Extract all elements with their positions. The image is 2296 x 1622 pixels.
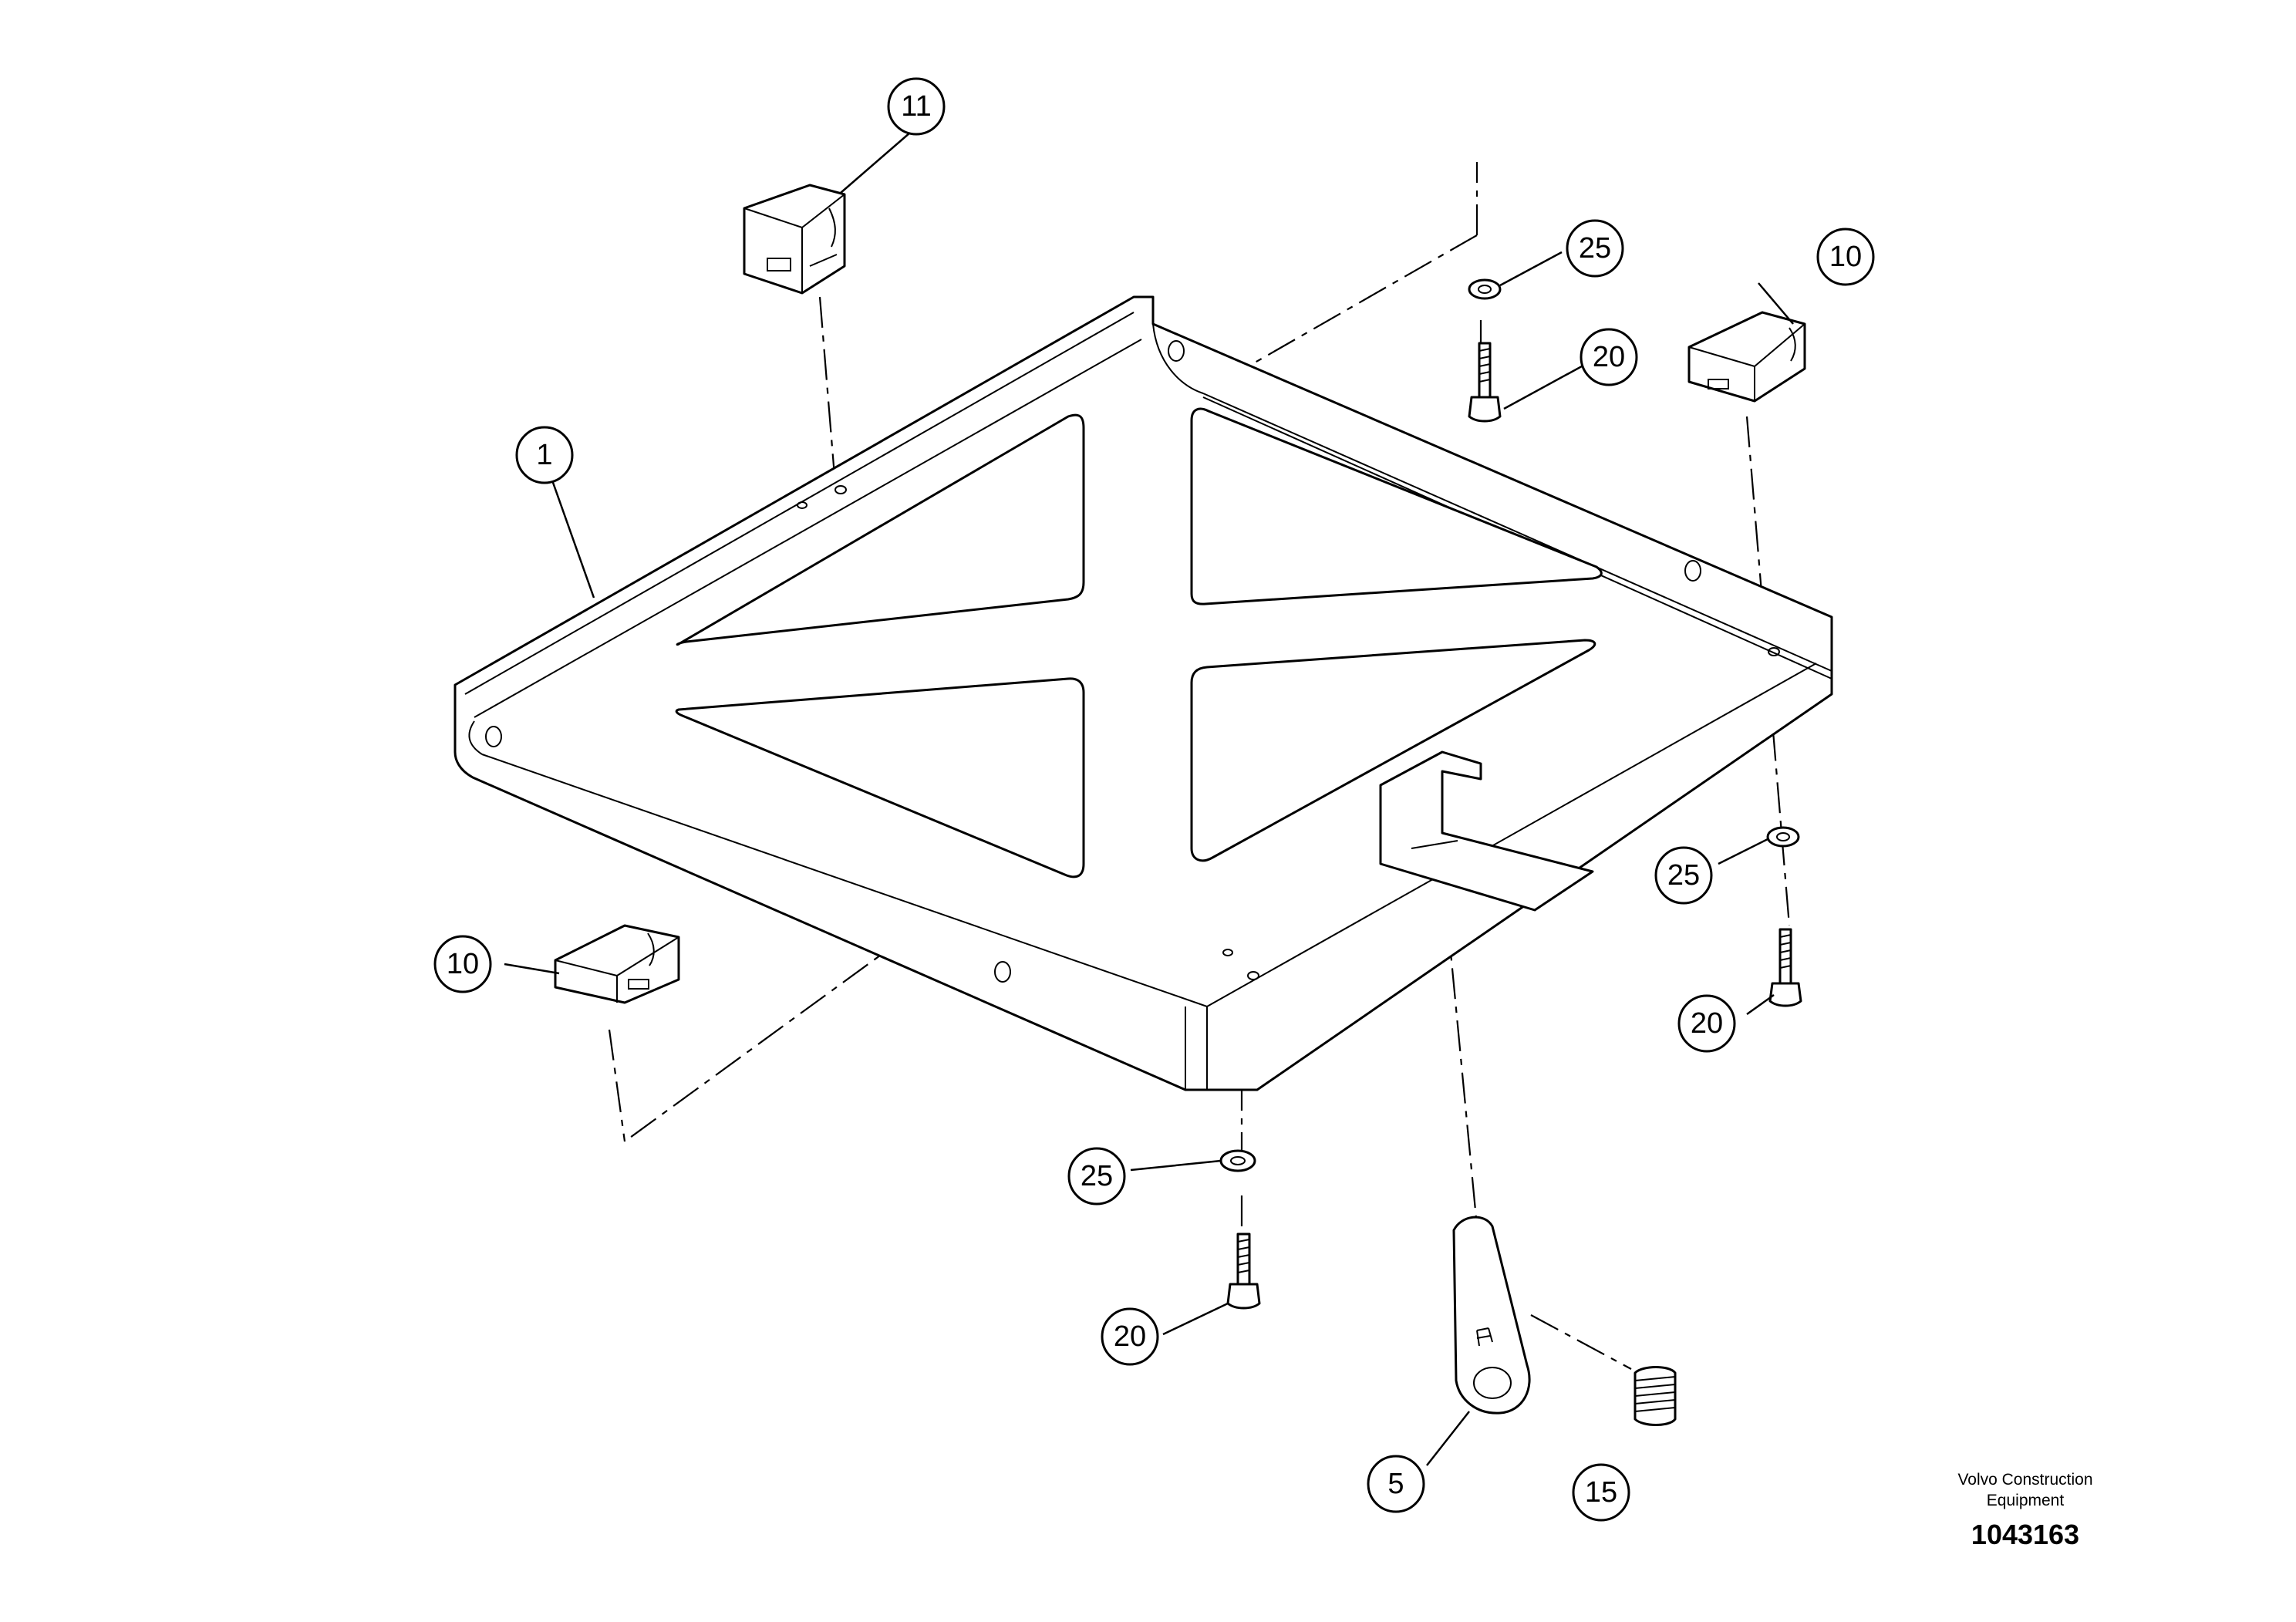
svg-text:5: 5 — [1387, 1468, 1404, 1500]
company-name-line2: Equipment — [1987, 1492, 2065, 1509]
block-part-10-right — [1687, 311, 1806, 403]
svg-text:1: 1 — [536, 439, 552, 471]
washer-part-25-right — [1766, 826, 1800, 848]
block-part-11 — [743, 184, 846, 295]
callout-25-top: 25 — [1566, 219, 1624, 278]
svg-text:25: 25 — [1579, 232, 1611, 265]
bolt-part-20-bottom — [1226, 1233, 1261, 1310]
latch-part-5 — [1452, 1216, 1531, 1415]
svg-text:10: 10 — [1829, 241, 1862, 273]
svg-text:25: 25 — [1667, 859, 1700, 892]
svg-text:25: 25 — [1081, 1160, 1113, 1192]
callout-5: 5 — [1367, 1455, 1425, 1513]
washer-part-25-bottom — [1219, 1149, 1256, 1172]
callout-10-left: 10 — [433, 935, 492, 993]
spring-part-15 — [1633, 1366, 1677, 1426]
callout-20-right: 20 — [1677, 994, 1736, 1053]
callout-25-right: 25 — [1654, 846, 1713, 905]
svg-text:20: 20 — [1114, 1320, 1146, 1353]
document-number: 1043163 — [1971, 1519, 2079, 1550]
washer-part-25-top — [1468, 278, 1502, 300]
company-name-line1: Volvo Construction — [1957, 1471, 2092, 1489]
svg-text:20: 20 — [1691, 1007, 1723, 1040]
footer-credit: Volvo Construction Equipment 1043163 — [1957, 1471, 2092, 1550]
bolt-part-20-top — [1468, 342, 1502, 423]
block-part-10-left — [554, 924, 680, 1004]
svg-text:11: 11 — [901, 90, 931, 123]
svg-text:10: 10 — [447, 948, 479, 980]
callout-25-bottom: 25 — [1067, 1147, 1126, 1206]
svg-text:15: 15 — [1585, 1476, 1617, 1509]
leader-lines — [504, 132, 1794, 1466]
frame-plate-part-1 — [453, 295, 1833, 1091]
callout-20-bottom: 20 — [1101, 1307, 1159, 1366]
callout-10-right: 10 — [1816, 228, 1875, 286]
callout-11: 11 — [887, 77, 946, 136]
bolt-part-20-right — [1768, 928, 1802, 1007]
callout-1: 1 — [515, 426, 574, 484]
callout-20-top: 20 — [1580, 328, 1638, 386]
callout-15: 15 — [1572, 1463, 1630, 1522]
svg-text:20: 20 — [1593, 341, 1625, 373]
